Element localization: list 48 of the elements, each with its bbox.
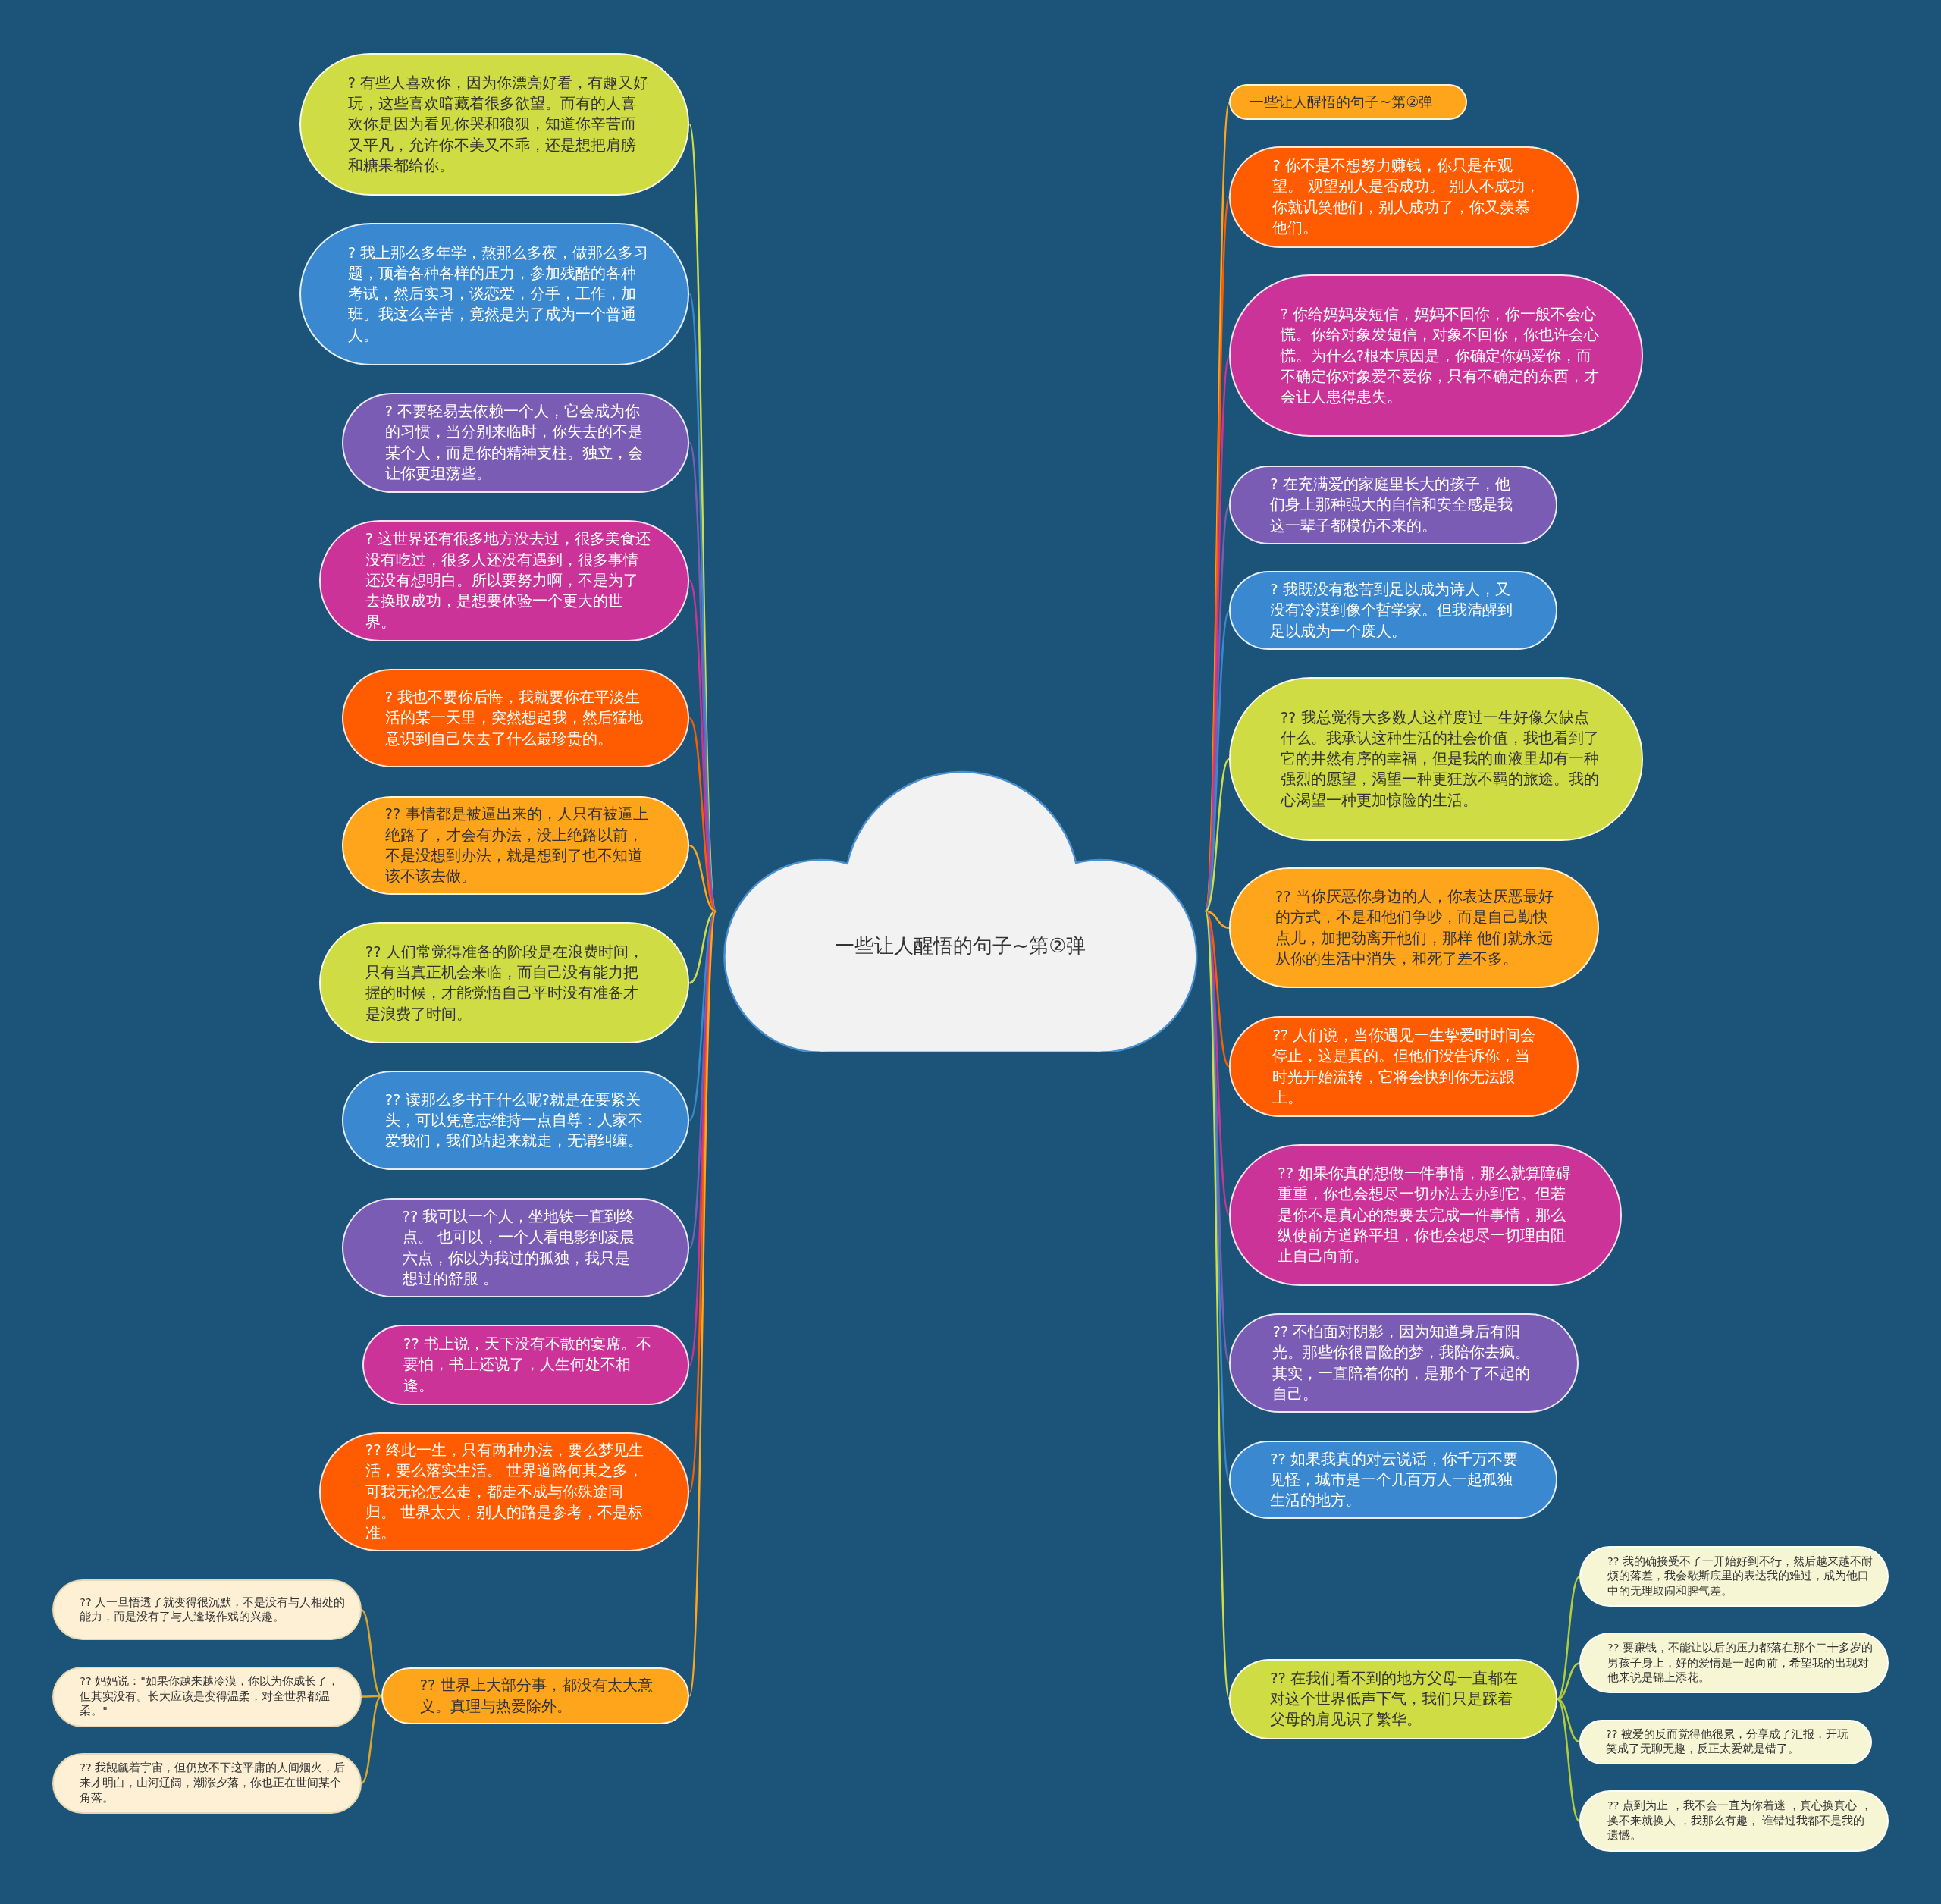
text-bubble: ?? 点到为止 ，我不会一直为你着迷 ，真心换真心 ，换不来就换人 ，我那么有趣， 谁错过我都不是我的遗憾。 [1579,1790,1889,1852]
text-bubble: 一些让人醒悟的句子~第②弹 [1229,84,1467,121]
connector-line [1204,911,1231,1700]
text-bubble: ?? 在我们看不到的地方父母一直都在对这个世界低声下气，我们只是踩着父母的肩见识了繁华。 [1229,1658,1557,1739]
text-bubble: ?? 当你厌恶你身边的人，你表达厌恶最好的方式，不是和他们争吵，而是自己勤快点儿，加把劲离开他们，那样 他们就永远从你的生活中消失，和死了差不多。 [1229,867,1600,988]
connector-line [688,911,717,1696]
text-bubble: ?? 人一旦悟透了就变得很沉默，不是没有与人相处的能力，而是没有了与人逢场作戏的兴趣。 [52,1579,362,1641]
text-bubble: ?? 我可以一个人，坐地铁一直到终点。 也可以，一个人看电影到凌晨六点，你以为我过的孤独，我只是想过的舒服 。 [341,1198,690,1297]
connector-line [1557,1698,1580,1743]
text-bubble: ?? 书上说，天下没有不散的宴席。不要怕，书上还说了，人生何处不相逢。 [362,1324,690,1406]
text-bubble: ?? 妈妈说："如果你越来越冷漠，你以为你成长了，但其实没有。长大应该是变得温柔，对全世界都温柔。" [52,1666,362,1727]
connector-line [1204,911,1231,1481]
connector-line [361,1695,381,1698]
text-bubble: ?? 世界上大部分事，都没有太大意义。真理与热爱除外。 [381,1667,690,1725]
text-bubble: ?? 不怕面对阴影，因为知道身后有阳光。那些你很冒险的梦，我陪你去疯。其实，一直陪着你的，是那个了不起的自己。 [1229,1313,1579,1413]
connector-line [1557,1698,1581,1822]
text-bubble: ?? 人们常觉得准备的阶段是在浪费时间，只有当真正机会来临，而自己没有能力把握的时候，才能觉悟自己平时没有准备才是浪费了时间。 [319,922,690,1044]
text-bubble: ? 你给妈妈发短信，妈妈不回你，你一般不会心慌。你给对象发短信，对象不回你，你也许会心慌。为什么?根本原因是，你确定你妈爱你，而不确定你对象爱不爱你，只有不确定的东西，才会让人患得患失。 [1229,274,1643,438]
text-bubble: ?? 要赚钱，不能让以后的压力都落在那个二十多岁的男孩子身上，好的爱情是一起向前，希望我的出现对他来说是锦上添花。 [1579,1633,1889,1694]
connector-line [688,717,717,912]
connector-line [1204,356,1231,911]
text-bubble: ?? 我总觉得大多数人这样度过一生好像欠缺点什么。我承认这种生活的社会价值，我也看到了它的井然有序的幸福，但是我的血液里却有一种强烈的愿望，渴望一种更狂放不羁的旅途。我的心渴望一种更加惊险的生活。 [1229,677,1643,841]
text-bubble: ?? 读那么多书干什么呢?就是在要紧关头，可以凭意志维持一点自尊：人家不爱我们，我们站起来就走，无谓纠缠。 [341,1071,690,1170]
text-bubble: ? 这世界还有很多地方没去过，很多美食还没有吃过，很多人还没有遇到，很多事情还没有想明白。所以要努力啊，不是为了去换取成功，是想要体验一个更大的世界。 [319,519,690,641]
text-bubble: ?? 终此一生，只有两种办法，要么梦见生活，要么落实生活。 世界道路何其之多，可我无论怎么走，都走不成与你殊途同归。 世界太大，别人的路是参考，不是标准。 [319,1432,690,1551]
text-bubble: ?? 人们说，当你遇见一生挚爱时时间会停止，这是真的。但他们没告诉你，当时光开始流转，它将会快到你无法跟上。 [1229,1016,1579,1117]
connector-line [1557,1576,1581,1700]
text-bubble: ?? 如果你真的想做一件事情，那么就算障碍重重，你也会想尽一切办法去办到它。但若是你不是真心的想要去完成一件事情，那么纵使前方道路平坦，你也会想尽一切理由阻止自己向前。 [1229,1143,1622,1287]
text-bubble: ?? 事情都是被逼出来的，人只有被逼上绝路了，才会有办法，没上绝路以前，不是没想到办法，就是想到了也不知道该不该去做。 [341,795,690,896]
connector-line [688,844,717,912]
text-bubble: ? 你不是不想努力赚钱，你只是在观望。 观望别人是否成功。 别人不成功，你就讥笑他们，别人成功了，你又羡慕他们。 [1229,146,1579,248]
text-bubble: ? 我既没有愁苦到足以成为诗人，又没有冷漠到像个哲学家。但我清醒到足以成为一个废人。 [1229,570,1557,651]
connector-line [1204,910,1231,1068]
text-bubble: ?? 被爱的反而觉得他很累，分享成了汇报，开玩笑成了无聊无趣，反正太爱就是错了。 [1579,1719,1872,1764]
connector-line [361,1609,382,1697]
connector-line [1204,758,1231,912]
connector-line [688,911,717,1366]
connector-line [688,910,717,984]
text-bubble: ? 我上那么多年学，熬那么多夜，做那么多习题，顶着各种各样的压力，参加残酷的各种考试，然后实习，谈恋爱，分手，工作，加班。我这么辛苦，竟然是为了成为一个普通人。 [299,222,690,365]
text-bubble: ?? 我的确接受不了一开始好到不行，然后越来越不耐烦的落差，我会歇斯底里的表达我的难过，成为他口中的无理取闹和脾气差。 [1579,1546,1889,1608]
text-bubble: ? 有些人喜欢你，因为你漂亮好看，有趣又好玩，这些喜欢暗藏着很多欲望。而有的人喜欢你是因为看见你哭和狼狈，知道你辛苦而又平凡，允许你不美又不乖，还是想把肩膀和糖果都给你。 [299,53,690,196]
text-bubble: ? 不要轻易去依赖一个人，它会成为你的习惯，当分别来临时，你失去的不是某个人，而是你的精神支柱。独立，会让你更坦荡些。 [341,392,690,493]
connector-line [1205,910,1230,929]
text-bubble: ?? 我觊觎着宇宙，但仍放不下这平庸的人间烟火，后来才明白，山河辽阔，潮涨夕落，你也正在世间某个角落。 [52,1752,362,1814]
text-bubble: ?? 如果我真的对云说话，你千万不要见怪，城市是一个几百万人一起孤独生活的地方。 [1229,1441,1557,1520]
connector-line [360,1695,382,1784]
text-bubble: ? 在充满爱的家庭里长大的孩子，他们身上那种强大的自信和安全感是我这一辈子都模仿不来的。 [1229,465,1557,545]
text-bubble: ? 我也不要你后悔，我就要你在平淡生活的某一天里，突然想起我，然后猛地意识到自己失去了什么最珍贵的。 [341,668,690,768]
